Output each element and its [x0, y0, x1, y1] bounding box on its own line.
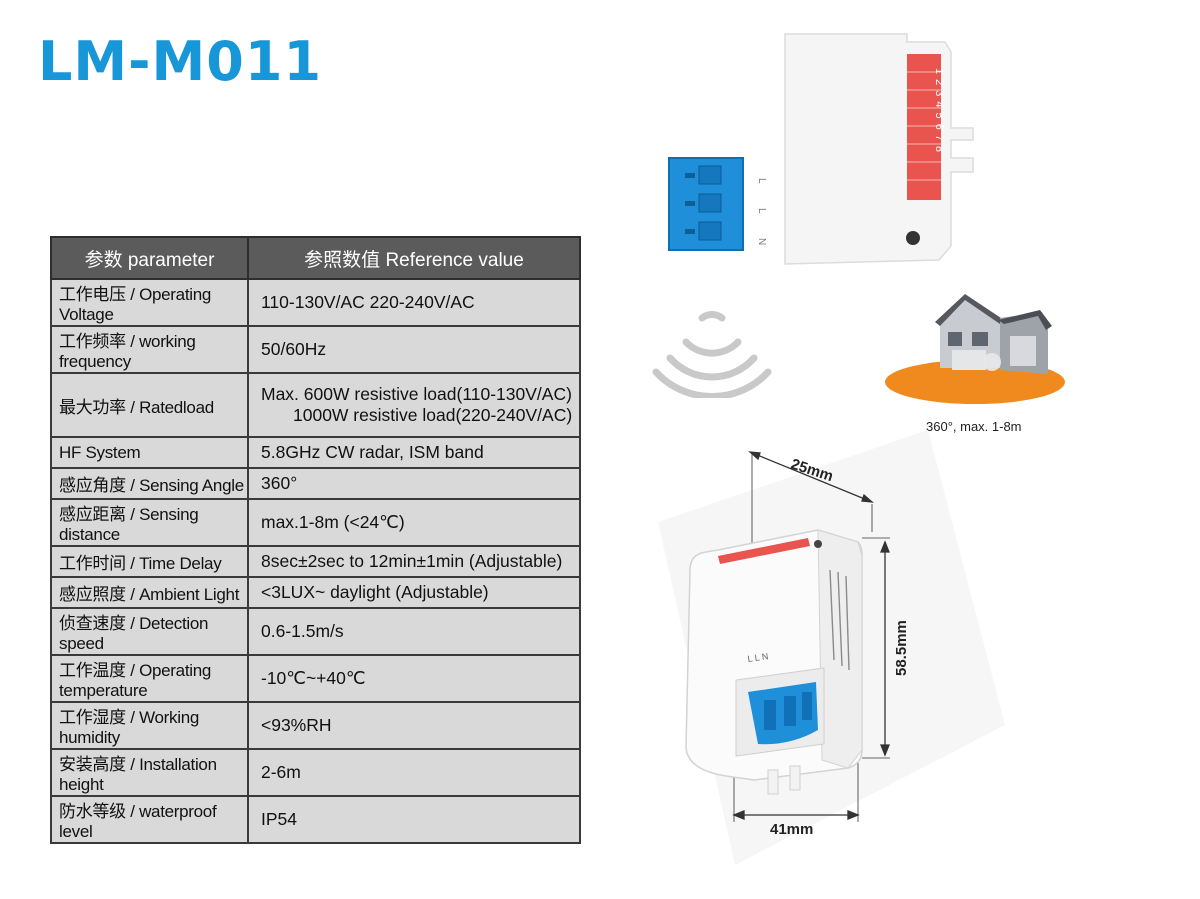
terminal-labels-iso: L L N [747, 651, 769, 664]
dimension-depth-label: 41mm [770, 821, 813, 838]
header-parameter: 参数 parameter [50, 236, 249, 280]
light-sensor-lens [906, 231, 920, 245]
param-cell: 感应距离 / Sensing distance [50, 498, 249, 547]
value-line-2: 1000W resistive load(220-240V/AC) [293, 405, 573, 425]
param-cell: 工作电压 / Operating Voltage [50, 278, 249, 327]
value-cell: 50/60Hz [247, 325, 581, 374]
table-row: 最大功率 / Ratedload Max. 600W resistive loa… [50, 372, 581, 438]
table-row: 感应照度 / Ambient Light <3LUX~ daylight (Ad… [50, 576, 581, 609]
house-detection-icon [885, 294, 1065, 404]
param-cell: 工作频率 / working frequency [50, 325, 249, 374]
param-cell: 工作湿度 / Working humidity [50, 701, 249, 750]
table-row: 防水等级 / waterproof level IP54 [50, 795, 581, 844]
product-title: LM-M011 [38, 30, 323, 93]
table-row: HF System 5.8GHz CW radar, ISM band [50, 436, 581, 469]
detection-caption: 360°, max. 1-8m [926, 419, 1022, 434]
value-cell: IP54 [247, 795, 581, 844]
table-row: 安装高度 / Installation height 2-6m [50, 748, 581, 797]
dip-switch-numbers: 12345678 [933, 68, 945, 157]
sensor-top-view: 12345678 L L N [668, 33, 974, 265]
value-cell: 0.6-1.5m/s [247, 607, 581, 656]
value-cell: 360° [247, 467, 581, 500]
param-cell: 侦查速度 / Detection speed [50, 607, 249, 656]
param-cell: 感应角度 / Sensing Angle [50, 467, 249, 500]
header-reference-value: 参照数值 Reference value [247, 236, 581, 280]
value-cell: 8sec±2sec to 12min±1min (Adjustable) [247, 545, 581, 578]
table-row: 侦查速度 / Detection speed 0.6-1.5m/s [50, 607, 581, 656]
value-cell: <93%RH [247, 701, 581, 750]
table-row: 工作温度 / Operating temperature -10℃~+40℃ [50, 654, 581, 703]
table-header-row: 参数 parameter 参照数值 Reference value [50, 236, 581, 280]
param-cell: 感应照度 / Ambient Light [50, 576, 249, 609]
table-row: 感应距离 / Sensing distance max.1-8m (<24℃) [50, 498, 581, 547]
param-cell: 防水等级 / waterproof level [50, 795, 249, 844]
param-cell: 工作温度 / Operating temperature [50, 654, 249, 703]
spec-table: 参数 parameter 参照数值 Reference value 工作电压 /… [50, 236, 581, 844]
table-row: 工作湿度 / Working humidity <93%RH [50, 701, 581, 750]
terminal-label-l2: L [756, 208, 767, 214]
radar-wave-icon [652, 311, 772, 398]
table-row: 工作频率 / working frequency 50/60Hz [50, 325, 581, 374]
value-cell: max.1-8m (<24℃) [247, 498, 581, 547]
table-row: 工作时间 / Time Delay 8sec±2sec to 12min±1mi… [50, 545, 581, 578]
table-row: 工作电压 / Operating Voltage 110-130V/AC 220… [50, 278, 581, 327]
value-cell: <3LUX~ daylight (Adjustable) [247, 576, 581, 609]
dimension-drawing: 25mm 58.5mm 41mm L L N [658, 430, 1005, 865]
terminal-label-l1: L [756, 178, 767, 184]
table-row: 感应角度 / Sensing Angle 360° [50, 467, 581, 500]
terminal-label-n: N [756, 238, 767, 245]
param-cell: 最大功率 / Ratedload [50, 372, 249, 438]
dimension-height-label: 58.5mm [893, 620, 910, 676]
param-cell: HF System [50, 436, 249, 469]
value-cell: 2-6m [247, 748, 581, 797]
param-cell: 安装高度 / Installation height [50, 748, 249, 797]
dip-switch [907, 54, 941, 200]
value-cell: -10℃~+40℃ [247, 654, 581, 703]
value-cell: 110-130V/AC 220-240V/AC [247, 278, 581, 327]
value-line-1: Max. 600W resistive load(110-130V/AC) [261, 384, 572, 404]
value-cell: 5.8GHz CW radar, ISM band [247, 436, 581, 469]
param-cell: 工作时间 / Time Delay [50, 545, 249, 578]
value-cell: Max. 600W resistive load(110-130V/AC) 10… [247, 372, 581, 438]
